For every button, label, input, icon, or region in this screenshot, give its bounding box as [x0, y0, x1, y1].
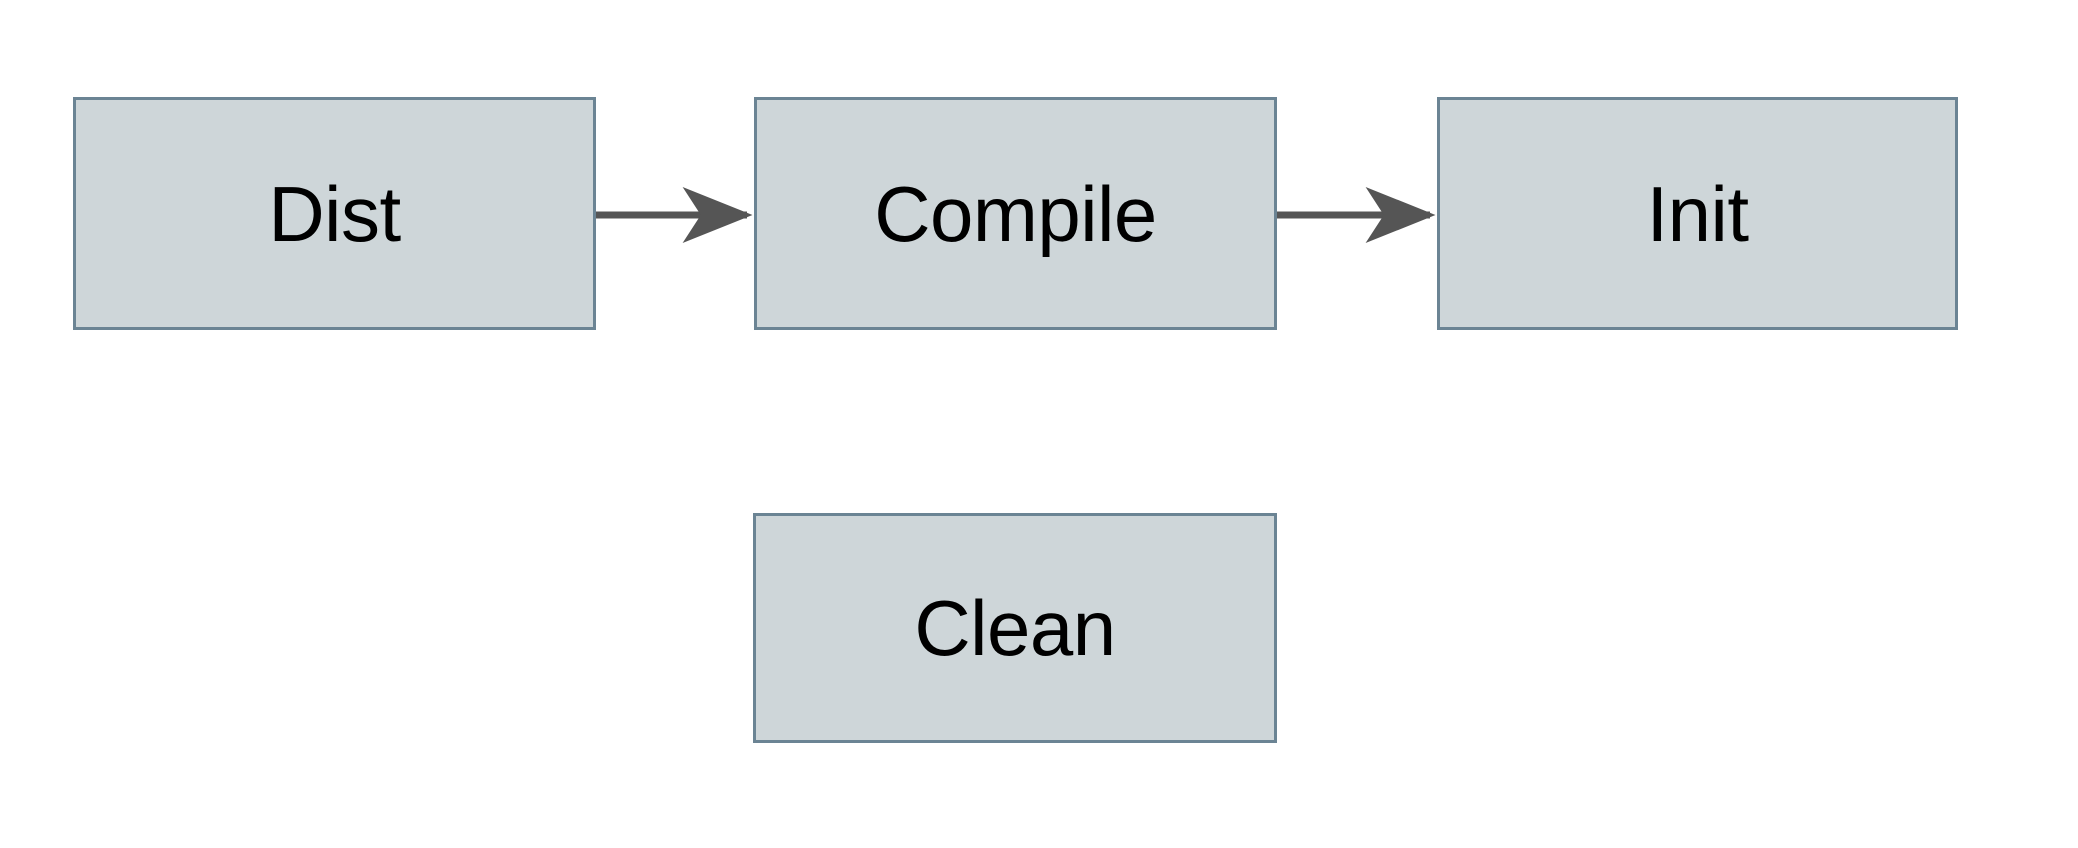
node-dist-label: Dist [268, 169, 401, 258]
node-clean[interactable]: Clean [753, 513, 1277, 743]
node-compile-label: Compile [874, 169, 1157, 258]
node-init[interactable]: Init [1437, 97, 1958, 330]
node-init-label: Init [1646, 169, 1749, 258]
node-dist[interactable]: Dist [73, 97, 596, 330]
node-clean-label: Clean [914, 584, 1116, 672]
node-compile[interactable]: Compile [754, 97, 1277, 330]
